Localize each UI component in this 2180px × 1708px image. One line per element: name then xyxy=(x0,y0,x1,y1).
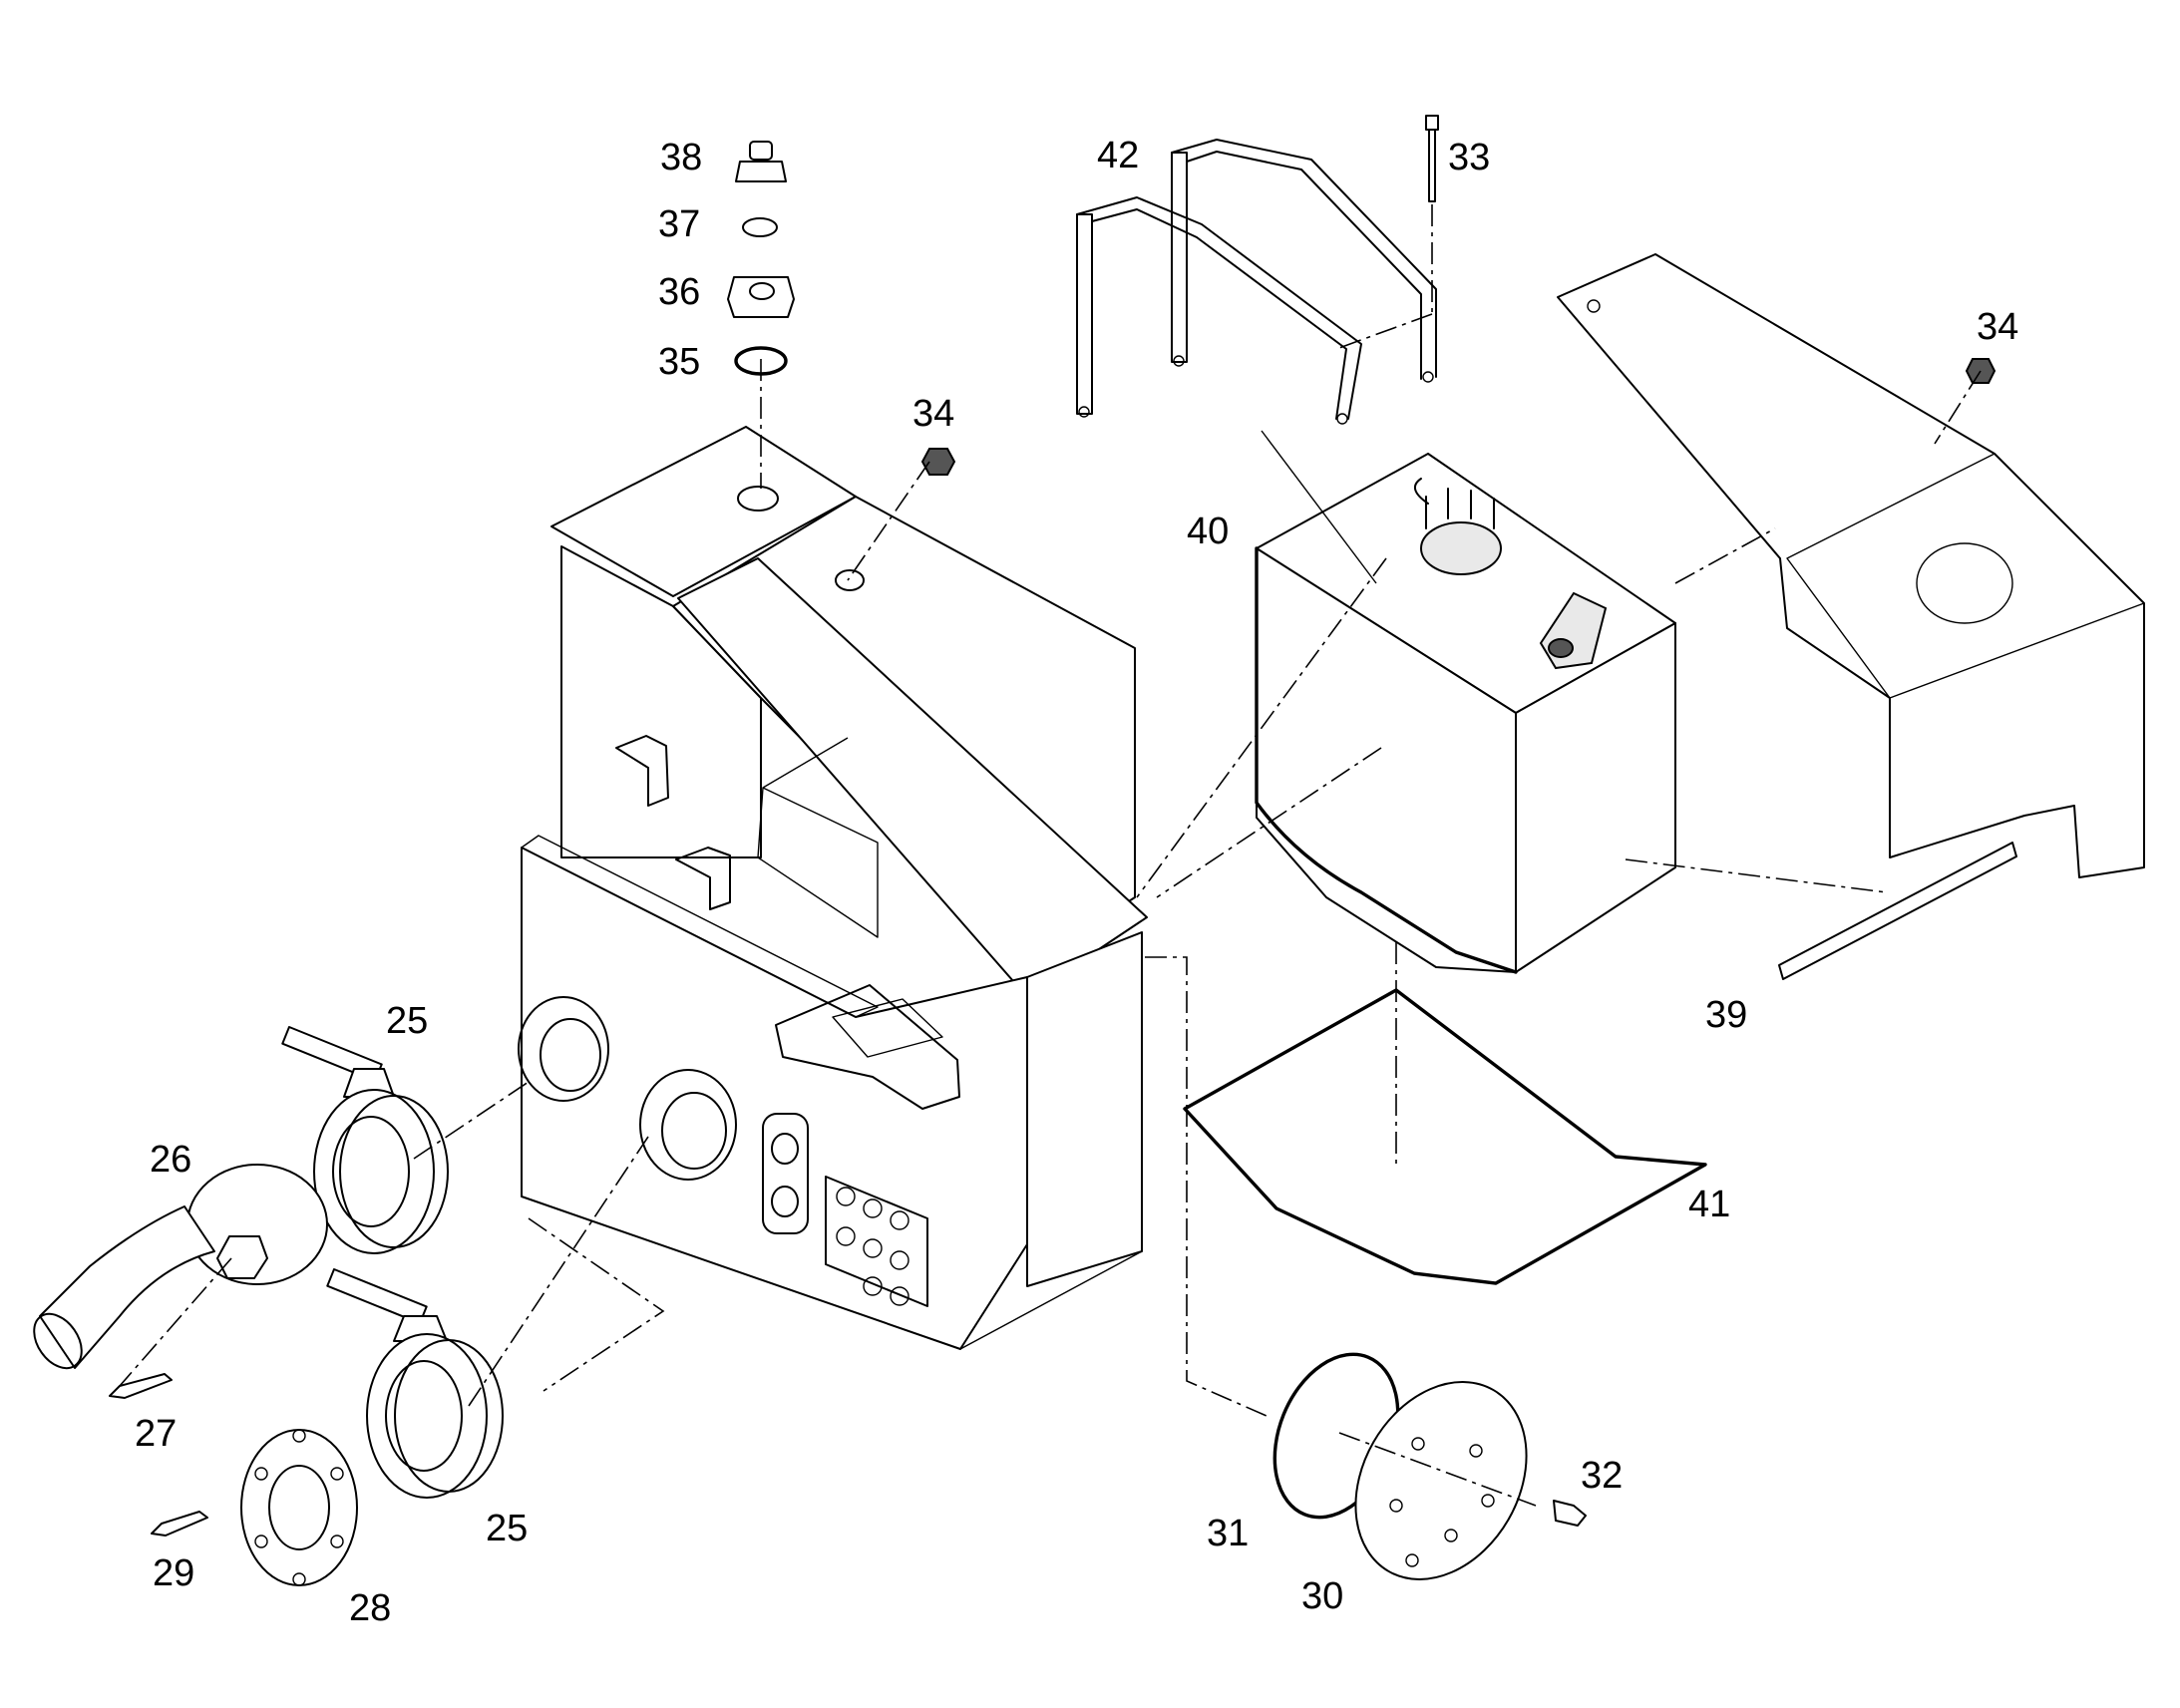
callout-35: 35 xyxy=(658,341,700,383)
callout-33: 33 xyxy=(1448,137,1490,178)
valve-25-lower xyxy=(326,1268,504,1499)
callout-28: 28 xyxy=(349,1587,391,1629)
valve-25-upper xyxy=(281,1026,449,1254)
bolt-33 xyxy=(1425,115,1439,202)
tank-straps xyxy=(1076,139,1437,425)
assembly-center-lines xyxy=(119,204,1982,1507)
callout-36: 36 xyxy=(658,271,700,313)
callout-37: 37 xyxy=(658,203,700,245)
callout-34-center: 34 xyxy=(912,393,954,435)
callout-labels: 25 25 26 27 28 29 30 31 32 33 34 34 35 3… xyxy=(135,135,2018,1629)
flange-28 xyxy=(240,1429,358,1586)
bolt-27 xyxy=(109,1373,173,1399)
callout-31: 31 xyxy=(1207,1513,1249,1554)
callout-32: 32 xyxy=(1581,1455,1623,1497)
callout-27: 27 xyxy=(135,1413,177,1455)
screw-32 xyxy=(1553,1500,1587,1527)
callout-39: 39 xyxy=(1705,994,1747,1036)
callout-34-right: 34 xyxy=(1977,306,2018,348)
fitting-stack xyxy=(727,141,1997,476)
callout-38: 38 xyxy=(660,137,702,178)
gasket-39 xyxy=(1778,842,2017,980)
nozzle-26 xyxy=(33,1164,328,1370)
callout-42: 42 xyxy=(1097,135,1139,176)
callout-41: 41 xyxy=(1688,1184,1730,1225)
callout-40: 40 xyxy=(1187,511,1229,552)
leader-lines xyxy=(1261,430,1377,584)
fuel-tank xyxy=(1255,453,1676,974)
bolt-29 xyxy=(151,1511,208,1537)
callout-25-lower: 25 xyxy=(486,1508,528,1549)
callout-25-upper: 25 xyxy=(386,1000,428,1042)
callout-29: 29 xyxy=(153,1552,194,1594)
gasket-41 xyxy=(1183,988,1707,1285)
heat-shield-panel xyxy=(1557,253,2145,878)
cover-plate-30 xyxy=(1354,1381,1528,1580)
main-housing xyxy=(518,426,1148,1350)
callout-30: 30 xyxy=(1301,1575,1343,1617)
callout-26: 26 xyxy=(150,1139,191,1181)
